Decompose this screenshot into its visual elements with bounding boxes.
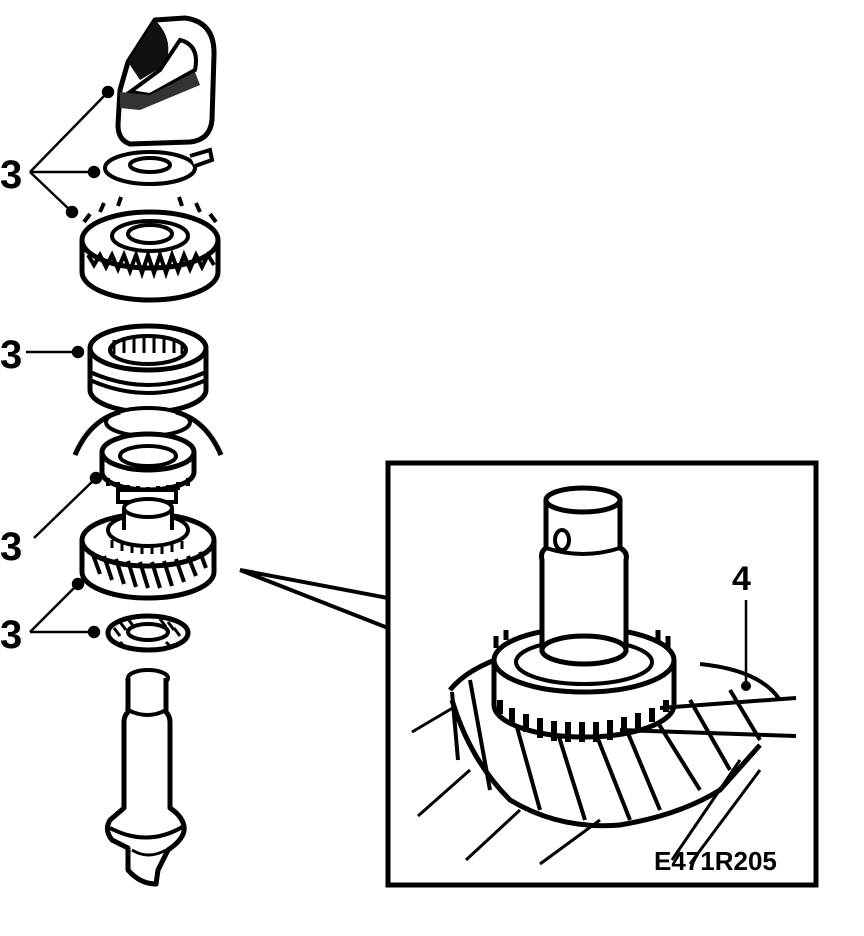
detail-callout-leader (741, 600, 751, 691)
leader-lines (26, 85, 115, 639)
detail-view-box: 4 E471R205 (385, 460, 819, 888)
callout-label-part4: 4 (732, 560, 751, 598)
detail-shaft (539, 485, 629, 667)
synchro-ring-part (72, 406, 224, 456)
callout-label-group4: 3 (0, 613, 22, 657)
callout-label-group1: 3 (0, 153, 22, 197)
synchro-sleeve-part (87, 323, 209, 415)
thrust-bearing-part (105, 613, 191, 653)
shaft-part (104, 668, 187, 887)
callout-label-sleeve: 3 (0, 333, 22, 377)
spur-gear-top-part (79, 196, 221, 303)
tab-washer-part (103, 147, 215, 186)
callout-label-group3: 3 (0, 525, 22, 569)
shift-fork-part (115, 15, 217, 147)
helical-gear-part (79, 497, 217, 601)
detail-pointer (239, 568, 389, 630)
reference-code: E471R205 (654, 846, 777, 876)
detail-probe-lines (619, 696, 797, 738)
cone-ring-part (99, 431, 197, 495)
